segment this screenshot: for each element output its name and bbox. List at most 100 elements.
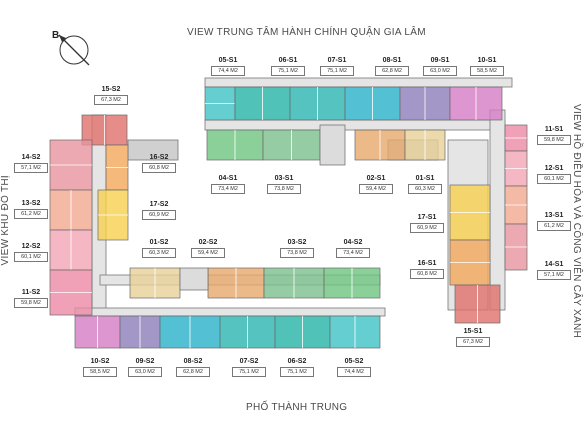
unit-area: 75,1 M2: [280, 367, 314, 377]
unit-code: 07-S2: [239, 358, 259, 365]
unit-code: 06-S1: [278, 57, 298, 64]
unit-area: 60,1 M2: [14, 252, 48, 262]
unit-area: 59,4 M2: [359, 184, 393, 194]
unit-area: 57,1 M2: [14, 163, 48, 173]
unit-area: 59,8 M2: [14, 298, 48, 308]
unit-label-12-s2: 12-S2 60,1 M2: [14, 242, 48, 262]
unit-label-16-s2: 16-S2 60,8 M2: [142, 153, 176, 173]
compass: [51, 27, 97, 78]
unit-area: 73,4 M2: [211, 184, 245, 194]
unit-area: 60,1 M2: [537, 174, 571, 184]
unit-label-14-s1: 14-S1 57,1 M2: [537, 260, 571, 280]
unit-label-02-s1: 02-S1 59,4 M2: [359, 174, 393, 194]
unit-label-17-s1: 17-S1 60,9 M2: [410, 213, 444, 233]
unit-label-10-s1: 10-S1 58,5 M2: [470, 56, 504, 76]
unit-code: 12-S1: [544, 165, 564, 172]
unit-area: 61,2 M2: [14, 209, 48, 219]
unit-label-08-s2: 08-S2 62,8 M2: [176, 357, 210, 377]
unit-area: 60,9 M2: [410, 223, 444, 233]
unit-label-05-s2: 05-S2 74,4 M2: [337, 357, 371, 377]
unit-code: 10-S1: [477, 57, 497, 64]
unit-code: 05-S2: [344, 358, 364, 365]
unit-code: 07-S1: [327, 57, 347, 64]
unit-label-01-s1: 01-S1 60,3 M2: [408, 174, 442, 194]
unit-code: 11-S2: [21, 289, 41, 296]
view-top-caption: VIEW TRUNG TÂM HÀNH CHÍNH QUẬN GIA LÂM: [187, 27, 426, 38]
unit-code: 04-S1: [218, 175, 238, 182]
unit-code: 02-S2: [198, 239, 218, 246]
unit-code: 14-S1: [544, 261, 564, 268]
unit-code: 03-S2: [287, 239, 307, 246]
unit-label-15-s2: 15-S2 67,3 M2: [94, 85, 128, 105]
unit-code: 04-S2: [343, 239, 363, 246]
unit-code: 16-S1: [417, 260, 437, 267]
unit-label-17-s2: 17-S2 60,9 M2: [142, 200, 176, 220]
unit-area: 60,3 M2: [142, 248, 176, 258]
unit-code: 17-S2: [149, 201, 169, 208]
unit-area: 60,3 M2: [408, 184, 442, 194]
unit-code: 03-S1: [274, 175, 294, 182]
unit-label-12-s1: 12-S1 60,1 M2: [537, 164, 571, 184]
unit-label-03-s2: 03-S2 73,8 M2: [280, 238, 314, 258]
unit-code: 12-S2: [21, 243, 41, 250]
unit-label-13-s2: 13-S2 61,2 M2: [14, 199, 48, 219]
compass-icon: [58, 34, 90, 66]
unit-label-07-s1: 07-S1 75,1 M2: [320, 56, 354, 76]
unit-area: 60,9 M2: [142, 210, 176, 220]
unit-code: 09-S2: [135, 358, 155, 365]
view-right-caption: VIEW HỒ ĐIỀU HÒA VÀ CÔNG VIÊN CÂY XANH: [571, 104, 582, 339]
unit-code: 01-S1: [415, 175, 435, 182]
unit-label-04-s1: 04-S1 73,4 M2: [211, 174, 245, 194]
core-lobby: [179, 124, 346, 291]
unit-label-07-s2: 07-S2 75,1 M2: [232, 357, 266, 377]
unit-label-10-s2: 10-S2 58,5 M2: [83, 357, 117, 377]
unit-area: 63,0 M2: [128, 367, 162, 377]
unit-label-11-s1: 11-S1 59,8 M2: [537, 125, 571, 145]
unit-code: 17-S1: [417, 214, 437, 221]
unit-code: 13-S2: [21, 200, 41, 207]
unit-label-11-s2: 11-S2 59,8 M2: [14, 288, 48, 308]
unit-area: 75,1 M2: [320, 66, 354, 76]
unit-area: 62,8 M2: [176, 367, 210, 377]
compass-label-b: B: [52, 30, 60, 41]
unit-label-03-s1: 03-S1 73,8 M2: [267, 174, 301, 194]
unit-area: 73,8 M2: [267, 184, 301, 194]
unit-code: 08-S2: [183, 358, 203, 365]
unit-area: 75,1 M2: [232, 367, 266, 377]
unit-area: 74,4 M2: [337, 367, 371, 377]
unit-area: 57,1 M2: [537, 270, 571, 280]
unit-area: 75,1 M2: [271, 66, 305, 76]
unit-code: 05-S1: [218, 57, 238, 64]
unit-area: 67,3 M2: [94, 95, 128, 105]
unit-code: 15-S2: [101, 86, 121, 93]
unit-area: 59,8 M2: [537, 135, 571, 145]
unit-area: 60,8 M2: [142, 163, 176, 173]
unit-label-06-s2: 06-S2 75,1 M2: [280, 357, 314, 377]
unit-code: 06-S2: [287, 358, 307, 365]
view-bottom-caption: PHỐ THÀNH TRUNG: [246, 402, 348, 413]
unit-code: 08-S1: [382, 57, 402, 64]
unit-area: 63,0 M2: [423, 66, 457, 76]
unit-area: 58,5 M2: [83, 367, 117, 377]
unit-label-09-s2: 09-S2 63,0 M2: [128, 357, 162, 377]
unit-code: 15-S1: [463, 328, 483, 335]
unit-area: 74,4 M2: [211, 66, 245, 76]
unit-area: 61,2 M2: [537, 221, 571, 231]
unit-code: 02-S1: [366, 175, 386, 182]
unit-area: 58,5 M2: [470, 66, 504, 76]
unit-area: 62,8 M2: [375, 66, 409, 76]
unit-area: 73,8 M2: [280, 248, 314, 258]
unit-code: 10-S2: [90, 358, 110, 365]
unit-label-08-s1: 08-S1 62,8 M2: [375, 56, 409, 76]
unit-code: 16-S2: [149, 154, 169, 161]
unit-code: 11-S1: [544, 126, 564, 133]
